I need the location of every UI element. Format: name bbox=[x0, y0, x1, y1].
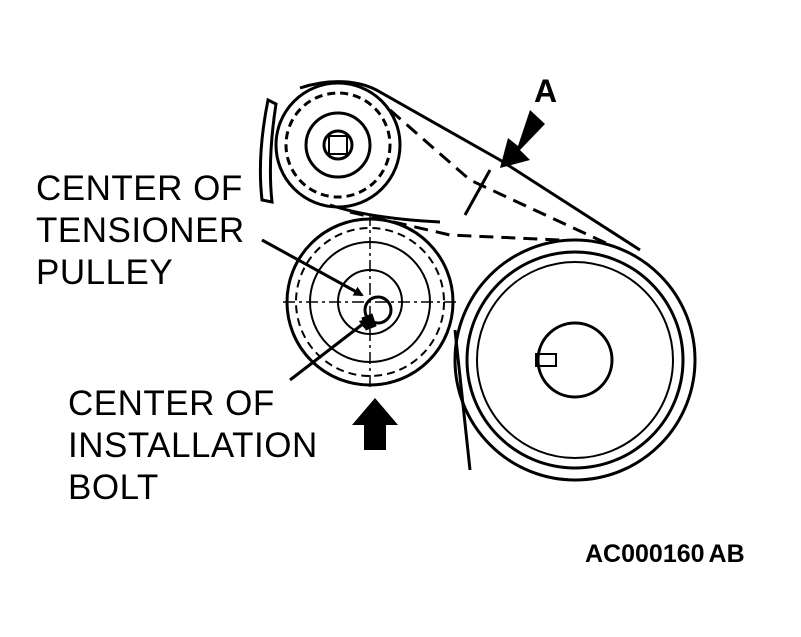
tensioner-center-label: CENTER OF TENSIONER PULLEY bbox=[36, 169, 245, 292]
belt-guide-strip bbox=[258, 97, 278, 204]
camshaft-sprocket-icon bbox=[274, 81, 402, 209]
bolt-center-leader bbox=[289, 318, 370, 382]
tensioner-center-leader bbox=[261, 238, 364, 297]
callout-a: A bbox=[534, 73, 558, 109]
crankshaft-pulley-icon bbox=[453, 238, 697, 482]
bolt-center-label: CENTER OF INSTALLATION BOLT bbox=[68, 384, 318, 507]
arrow-icon bbox=[500, 110, 545, 168]
arrow-icon bbox=[352, 398, 398, 450]
